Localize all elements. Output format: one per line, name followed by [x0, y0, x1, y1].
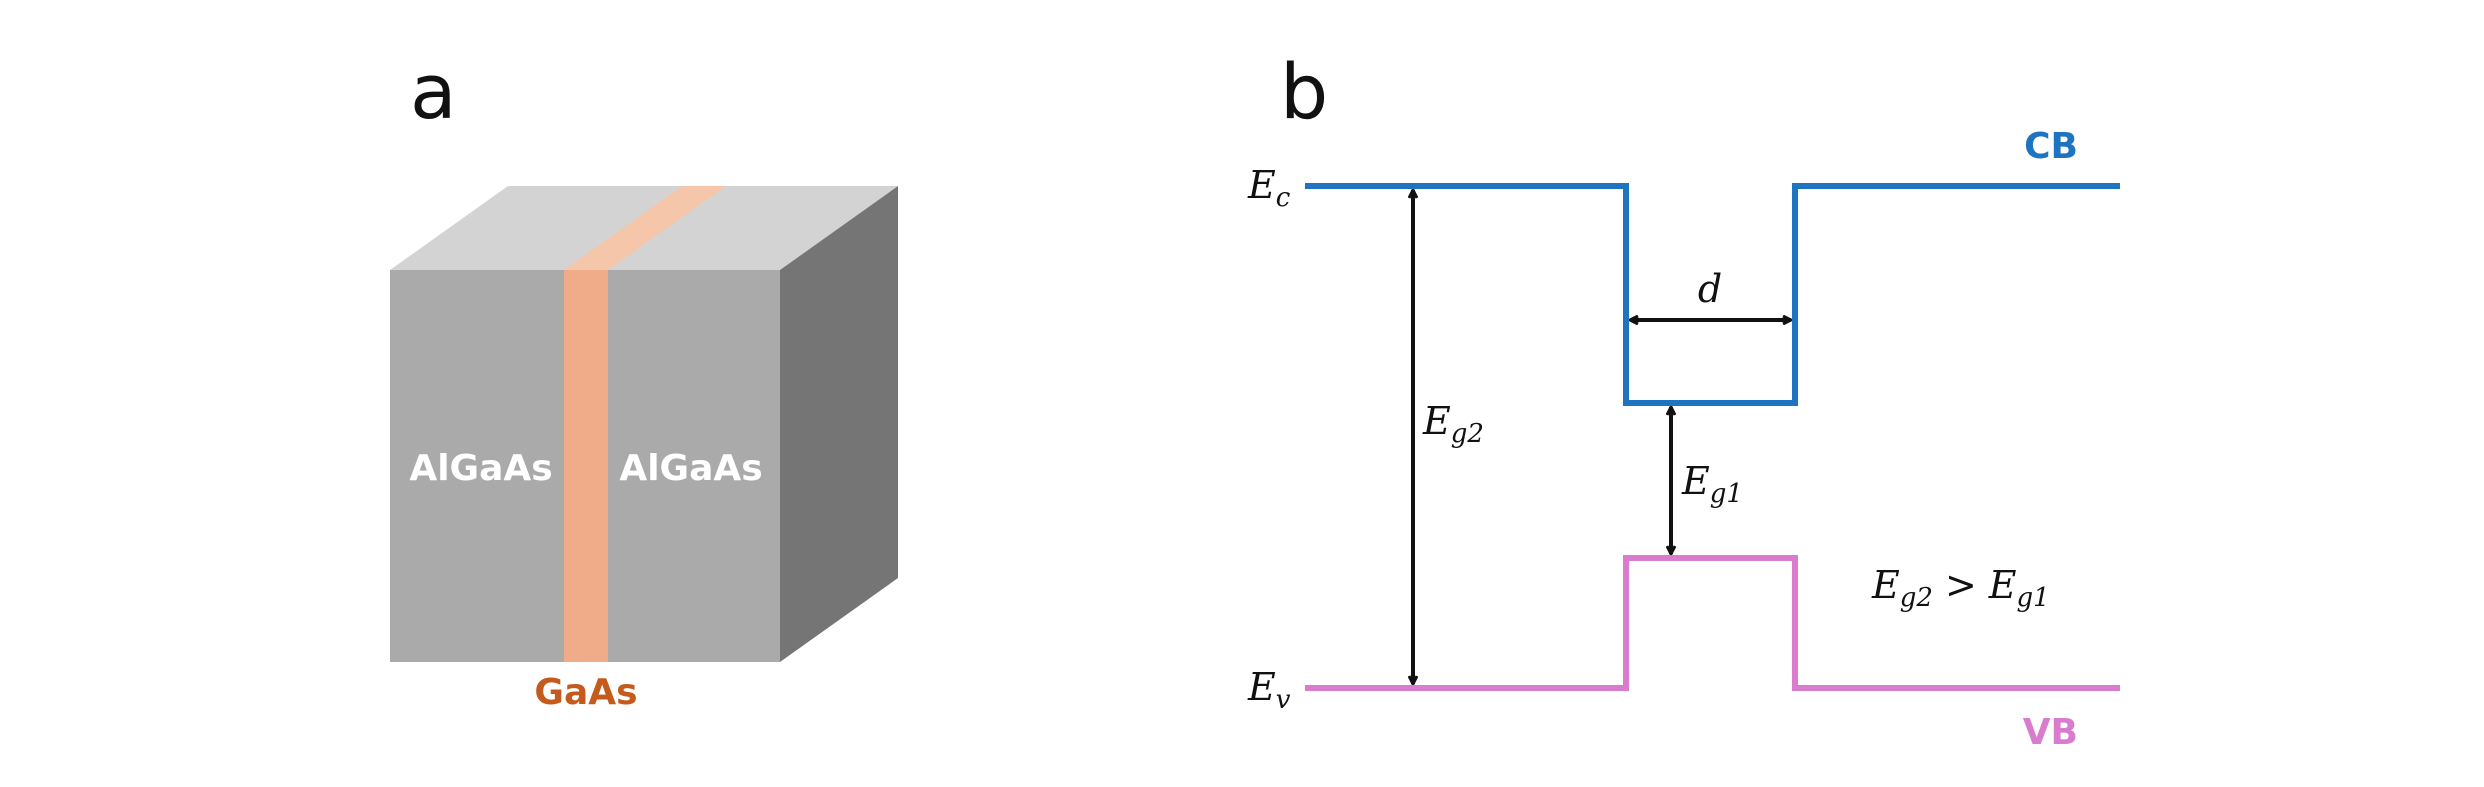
conduction-band-line: [1305, 183, 2120, 406]
gap-relation: Eg2>Eg1: [1871, 563, 2050, 613]
block-side-face: [780, 186, 898, 662]
gaas-well-top: [564, 186, 726, 270]
cb-tag: CB: [2024, 126, 2078, 167]
heterostructure-block: [390, 186, 898, 662]
algaas-left-label: AlGaAs: [409, 448, 552, 489]
vb-tag: VB: [2023, 712, 2078, 753]
panel-b-label: b: [1280, 47, 1328, 136]
gaas-label: GaAs: [534, 672, 637, 713]
gaas-well-front: [564, 270, 608, 662]
eg1-label: Eg1: [1681, 459, 1743, 509]
well-width-label: d: [1698, 267, 1722, 311]
ev-label: Ev: [1247, 665, 1291, 715]
panel-a: a AlGaAs AlGaAs GaAs: [390, 47, 898, 713]
ec-label: Ec: [1247, 163, 1291, 213]
eg2-label: Eg2: [1422, 399, 1484, 449]
panel-b: b CB VB Ec Ev Eg2 d Eg1 Eg2>Eg1: [1247, 47, 2120, 753]
algaas-right-label: AlGaAs: [619, 448, 762, 489]
panel-a-label: a: [410, 47, 457, 136]
valence-band-line: [1305, 555, 2120, 691]
